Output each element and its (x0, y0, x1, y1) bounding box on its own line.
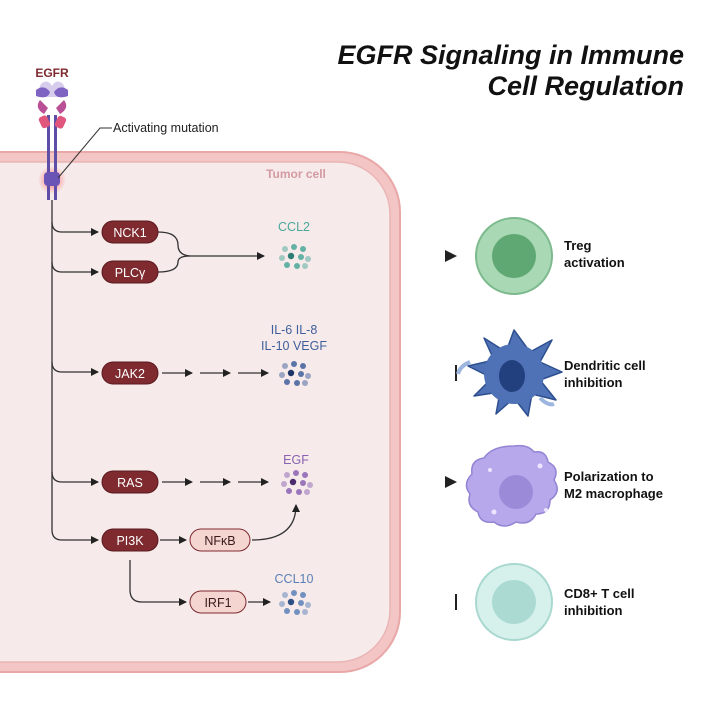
diagram-title-line-1: EGFR Signaling in Immune (337, 40, 684, 70)
cytokine-dot (293, 470, 299, 476)
cytokine-dot (284, 262, 290, 268)
cytokine-dot (298, 600, 304, 606)
cytokine-dot (282, 592, 288, 598)
cytokine-dot (279, 372, 285, 378)
cytokine-dot (279, 601, 285, 607)
cytokine-dot (294, 609, 300, 615)
svg-text:JAK2: JAK2 (115, 367, 145, 381)
cytokine-dot (282, 246, 288, 252)
cytokine-dot (291, 361, 297, 367)
cytokine-dot (286, 488, 292, 494)
cytokine-dot (304, 489, 310, 495)
svg-text:IRF1: IRF1 (204, 596, 231, 610)
cytokine-dot (291, 244, 297, 250)
cytokine-dot (294, 380, 300, 386)
cytokine-label-ccl10: CCL10 (275, 572, 314, 586)
signaling-branches (51, 200, 99, 544)
egf-dots-icon (281, 470, 313, 495)
cytokine-dot (284, 379, 290, 385)
cytokine-dot (289, 478, 297, 486)
il-dots-icon (279, 361, 311, 386)
cytokine-dot (302, 263, 308, 269)
svg-text:RAS: RAS (117, 476, 143, 490)
macrophage-cell-icon (465, 444, 558, 527)
treg-cell-icon (475, 217, 553, 295)
cytokine-dot (307, 482, 313, 488)
nfkb-to-egf-arrow (251, 504, 300, 541)
cytokine-dot (294, 263, 300, 269)
mutation-pointer (57, 127, 112, 179)
cytokine-dot (287, 252, 295, 260)
node-ras: RAS (101, 470, 159, 494)
cytokine-dot (279, 255, 285, 261)
cytokine-dot (302, 472, 308, 478)
cytokine-label-ccl2: CCL2 (278, 220, 310, 234)
pi3k-to-irf1-arrow (129, 560, 187, 606)
egfr-receptor-icon: EGFR (35, 66, 69, 200)
cytokine-dot (287, 598, 295, 606)
ccl2-dots-icon (279, 244, 311, 269)
svg-text:PI3K: PI3K (116, 534, 144, 548)
dendritic-cell-icon (456, 329, 563, 417)
cytokine-label-il-line2: IL-10 VEGF (261, 339, 327, 353)
cytokine-dot (298, 371, 304, 377)
cytokine-dot (287, 369, 295, 377)
cytokine-dot (296, 489, 302, 495)
node-jak2: JAK2 (101, 361, 159, 385)
cytokine-dot (300, 246, 306, 252)
cytokine-dot (302, 609, 308, 615)
cytokine-dot (282, 363, 288, 369)
cytokine-dot (300, 480, 306, 486)
outcome-m2-line1: Polarization to (564, 469, 654, 484)
cytokine-dot (300, 592, 306, 598)
ccl10-dots-icon (279, 590, 311, 615)
cytokine-dot (305, 373, 311, 379)
cd8-t-cell-icon (475, 563, 553, 641)
node-irf1: IRF1 (189, 590, 247, 614)
cytokine-dot (284, 608, 290, 614)
cytokine-dot (284, 472, 290, 478)
node-nfkb: NFκB (189, 528, 251, 552)
svg-text:NFκB: NFκB (204, 534, 235, 548)
egfr-label: EGFR (35, 66, 69, 80)
cytokine-label-egf: EGF (283, 453, 309, 467)
ccl10-to-tcell-inhibit (312, 594, 457, 610)
outcome-m2-line2: M2 macrophage (564, 486, 663, 501)
cytokine-dot (291, 590, 297, 596)
outcome-treg-line1: Treg (564, 238, 592, 253)
bracket-to-ccl2 (157, 231, 265, 260)
outcome-dc-line1: Dendritic cell (564, 358, 646, 373)
il-to-dendritic-inhibit (312, 365, 457, 381)
svg-text:NCK1: NCK1 (113, 226, 146, 240)
cytokine-dot (305, 256, 311, 262)
mutation-label: Activating mutation (113, 121, 219, 135)
cell-cytoplasm (0, 161, 391, 663)
outcome-dc-line2: inhibition (564, 375, 623, 390)
cytokine-dot (302, 380, 308, 386)
cytokine-dot (300, 363, 306, 369)
node-nck1: NCK1 (101, 220, 159, 244)
cytokine-dot (281, 481, 287, 487)
tumor-cell-label: Tumor cell (266, 167, 326, 181)
outcome-cd8-line1: CD8+ T cell (564, 586, 634, 601)
node-pi3k: PI3K (101, 528, 159, 552)
svg-text:PLCγ: PLCγ (115, 266, 146, 280)
outcome-cd8-line2: inhibition (564, 603, 623, 618)
cytokine-dot (298, 254, 304, 260)
diagram-title-line-2: Cell Regulation (487, 71, 684, 101)
cytokine-dot (305, 602, 311, 608)
node-plcg: PLCγ (101, 260, 159, 284)
outcome-treg-line2: activation (564, 255, 625, 270)
cytokine-label-il-line1: IL-6 IL-8 (271, 323, 318, 337)
